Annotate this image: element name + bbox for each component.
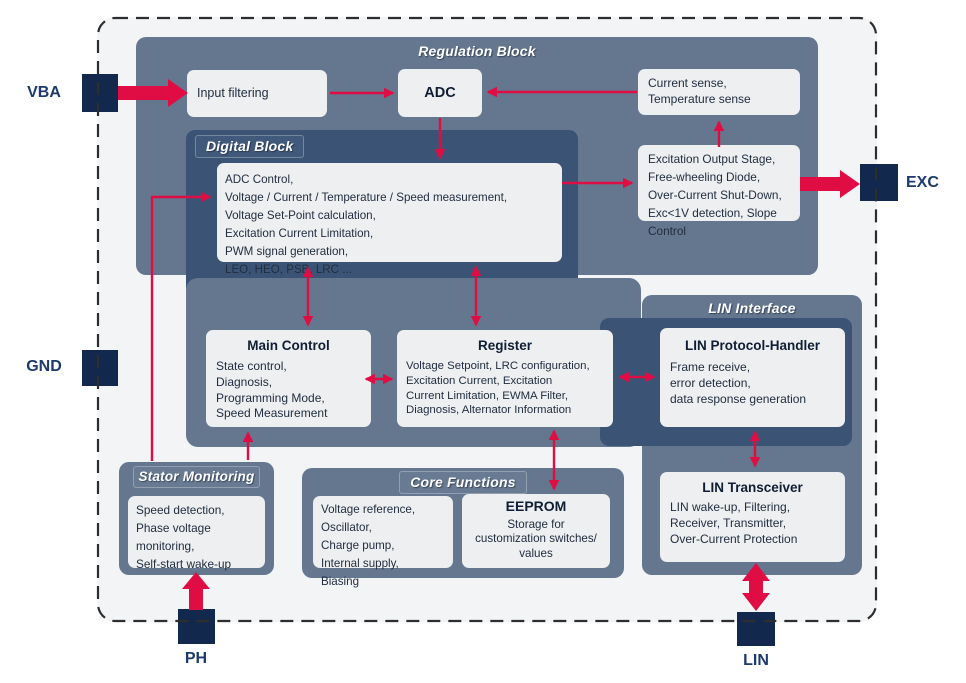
main-control-body: State control, Diagnosis, Programming Mo… bbox=[216, 359, 328, 421]
pin-ph bbox=[178, 609, 215, 644]
register-title: Register bbox=[477, 338, 533, 353]
stator-body: Speed detection, Phase voltage monitorin… bbox=[136, 503, 232, 571]
digital-block-body: ADC Control, Voltage / Current / Tempera… bbox=[225, 173, 508, 276]
excitation-output-box: Excitation Output Stage, Free-wheeling D… bbox=[638, 145, 800, 238]
main-control-title: Main Control bbox=[247, 338, 330, 353]
current-sense-label: Current sense, Temperature sense bbox=[648, 76, 751, 106]
stator-body-box: Speed detection, Phase voltage monitorin… bbox=[128, 496, 265, 571]
eeprom-box: EEPROM Storage for customization switche… bbox=[462, 494, 610, 568]
main-control-box: Main Control State control, Diagnosis, P… bbox=[206, 330, 371, 427]
register-box: Register Voltage Setpoint, LRC configura… bbox=[397, 330, 613, 427]
adc-label: ADC bbox=[424, 85, 456, 101]
pin-label-gnd: GND bbox=[26, 358, 62, 375]
pin-gnd bbox=[82, 350, 118, 386]
input-filtering-label: Input filtering bbox=[197, 86, 269, 101]
stator-monitoring-title-tab: Stator Monitoring bbox=[123, 466, 270, 488]
lin-transceiver-title: LIN Transceiver bbox=[702, 480, 803, 495]
pin-label-exc: EXC bbox=[906, 174, 939, 191]
lin-transceiver-box: LIN Transceiver LIN wake-up, Filtering, … bbox=[660, 472, 845, 562]
pin-label-vba: VBA bbox=[27, 84, 61, 101]
pin-lin bbox=[737, 612, 775, 646]
stator-monitoring-title: Stator Monitoring bbox=[132, 466, 261, 488]
regulation-block-title: Regulation Block bbox=[418, 43, 536, 59]
pin-label-lin: LIN bbox=[743, 652, 769, 669]
digital-block-title-tab: Digital Block bbox=[195, 135, 305, 158]
core-functions-title: Core Functions bbox=[399, 471, 527, 494]
input-filtering-box: Input filtering bbox=[187, 70, 327, 117]
core-analog-box: Voltage reference, Oscillator, Charge pu… bbox=[313, 496, 453, 588]
pin-vba bbox=[82, 74, 118, 112]
eeprom-body: Storage for customization switches/ valu… bbox=[475, 518, 597, 560]
lin-protocol-handler-title: LIN Protocol-Handler bbox=[684, 338, 820, 353]
eeprom-title: EEPROM bbox=[505, 498, 567, 514]
digital-block-title: Digital Block bbox=[195, 135, 305, 158]
lin-transceiver-body: LIN wake-up, Filtering, Receiver, Transm… bbox=[670, 500, 798, 546]
lin-protocol-handler-box: LIN Protocol-Handler Frame receive, erro… bbox=[660, 328, 845, 427]
lin-protocol-handler-body: Frame receive, error detection, data res… bbox=[670, 360, 807, 406]
digital-block-body-box: ADC Control, Voltage / Current / Tempera… bbox=[217, 163, 562, 276]
current-sense-box: Current sense, Temperature sense bbox=[638, 69, 800, 115]
adc-box: ADC bbox=[398, 69, 482, 117]
core-functions-title-tab: Core Functions bbox=[302, 471, 624, 494]
pin-label-ph: PH bbox=[184, 650, 208, 667]
register-body: Voltage Setpoint, LRC configuration, Exc… bbox=[406, 360, 590, 417]
lin-interface-title: LIN Interface bbox=[708, 300, 796, 316]
pin-exc bbox=[860, 164, 898, 201]
